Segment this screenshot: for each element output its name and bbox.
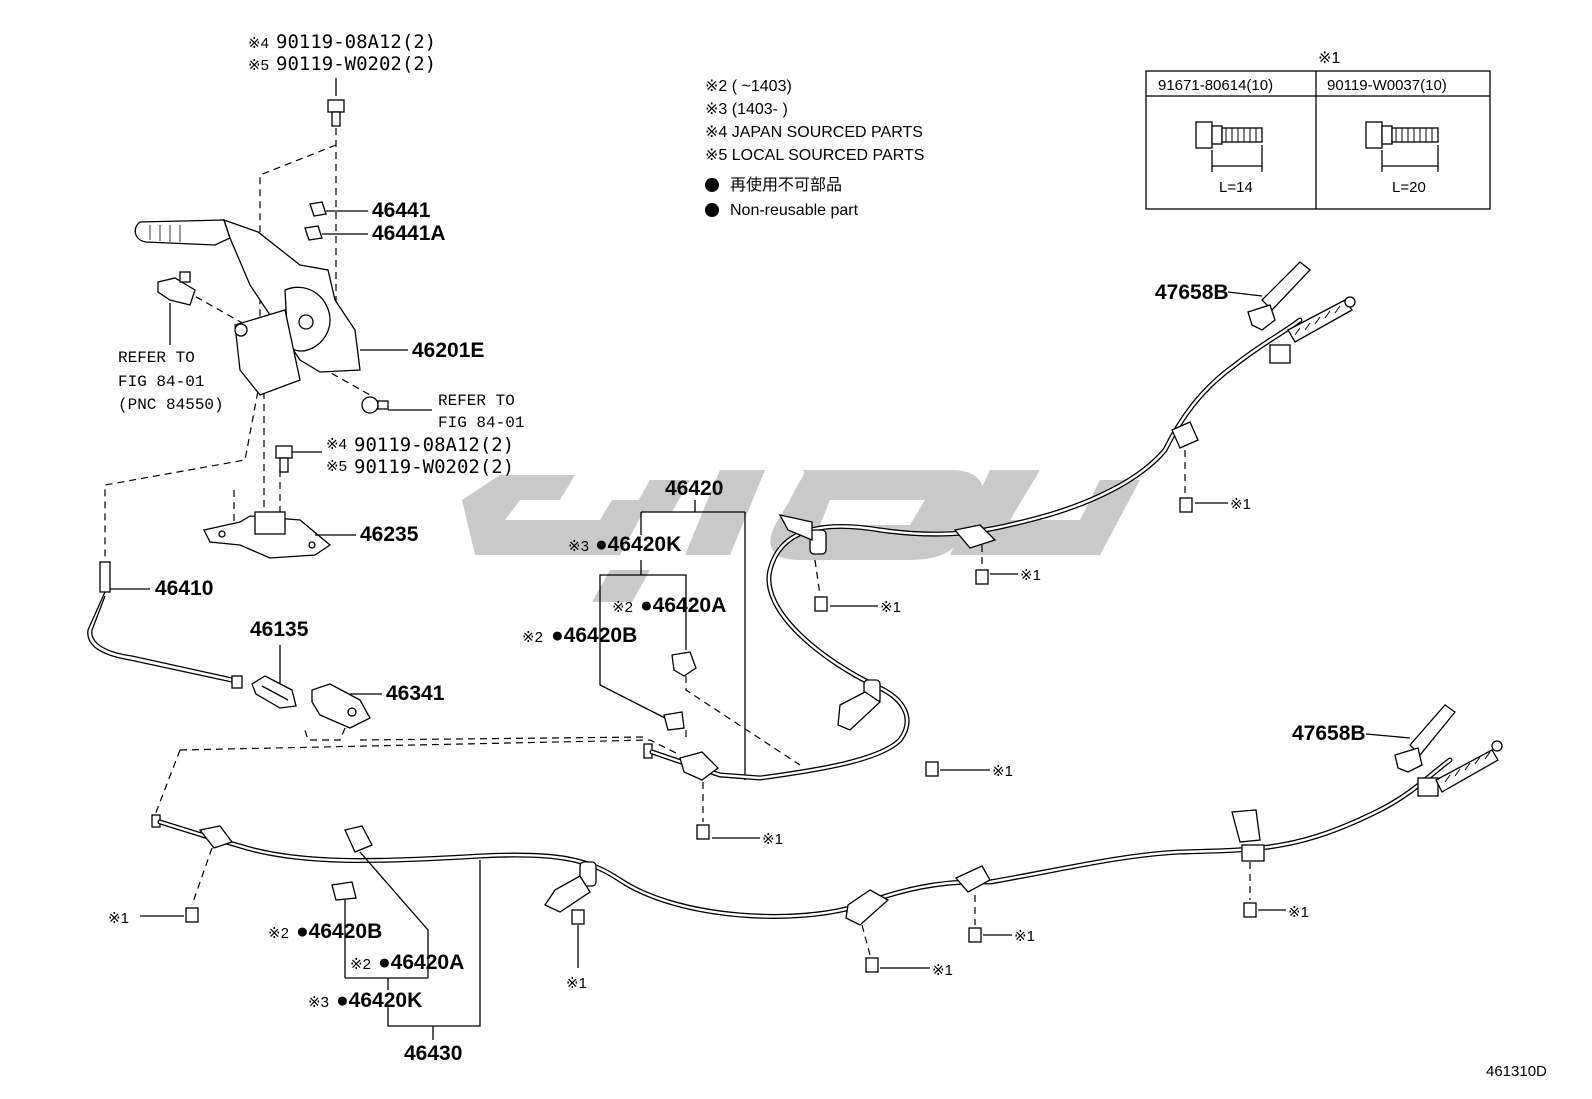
label-46135: 46135 — [250, 618, 309, 641]
clip-46420a — [671, 651, 697, 677]
clip-46420b — [663, 711, 685, 731]
note-4: ※4 JAPAN SOURCED PARTS — [705, 124, 923, 141]
svg-text:※2: ※2 — [268, 925, 289, 942]
svg-text:※1: ※1 — [992, 763, 1013, 780]
switch-part — [157, 271, 196, 306]
top-bolt-callout: ※4 90119-08A12(2) ※5 90119-W0202(2) — [248, 31, 436, 127]
svg-text:※1: ※1 — [108, 910, 129, 927]
screw-part — [361, 396, 389, 414]
refer-fig-right-l1: REFER TO — [438, 392, 515, 410]
label-46420k-lower: ●46420K — [336, 989, 422, 1012]
parking-brake-lever — [134, 218, 361, 396]
rear-cable-left — [151, 740, 1503, 926]
bolt-icon — [1195, 121, 1263, 172]
label-90119-08a12-top: 90119-08A12(2) — [276, 31, 436, 53]
note-5: ※5 LOCAL SOURCED PARTS — [705, 147, 924, 164]
bolt-length-1: L=14 — [1219, 179, 1253, 196]
bracket-46235 — [203, 511, 332, 559]
front-cable-46410 — [87, 561, 243, 689]
equalizer-46135 — [251, 675, 297, 709]
label-47658b-upper: 47658B — [1155, 281, 1229, 304]
bolt-icon — [327, 99, 345, 127]
bracket-46341 — [311, 683, 371, 729]
label-90119-w0202-top: 90119-W0202(2) — [276, 53, 436, 75]
label-46420a: ●46420A — [640, 594, 726, 617]
svg-text:※4: ※4 — [248, 35, 269, 52]
label-46420k: ●46420K — [595, 533, 681, 556]
svg-text:※2: ※2 — [612, 599, 633, 616]
note-non-reusable-jp: 再使用不可部品 — [730, 176, 842, 194]
svg-text:※1: ※1 — [932, 962, 953, 979]
label-46441a: 46441A — [372, 222, 446, 245]
bolt-icon — [275, 445, 293, 473]
non-reusable-dot-icon — [705, 203, 719, 217]
svg-text:※3: ※3 — [308, 994, 329, 1011]
figure-code: 461310D — [1486, 1063, 1547, 1080]
svg-text:※1: ※1 — [566, 975, 587, 992]
clip-46441a — [304, 225, 368, 241]
svg-text:※1: ※1 — [1288, 904, 1309, 921]
notes: ※2 ( ~1403) ※3 (1403- ) ※4 JAPAN SOURCED… — [705, 78, 924, 219]
bolt-part-2: 90119-W0037(10) — [1327, 77, 1447, 94]
bolt-length-2: L=20 — [1392, 179, 1426, 196]
svg-text:※1: ※1 — [1020, 567, 1041, 584]
refer-fig-left-l1: REFER TO — [118, 349, 195, 367]
label-46235: 46235 — [360, 523, 419, 546]
label-46410: 46410 — [155, 577, 213, 600]
label-46420b-lower: ●46420B — [296, 920, 382, 943]
label-46420a-lower: ●46420A — [378, 951, 464, 974]
bolt-callouts-lower: ※1 ※1 ※1 ※1 ※1 — [108, 847, 1309, 992]
label-46430: 46430 — [404, 1042, 462, 1065]
label-46420: 46420 — [665, 477, 723, 500]
refer-fig-left-l3: (PNC 84550) — [118, 396, 224, 414]
clip-46420a-lower — [344, 825, 373, 853]
label-46341: 46341 — [386, 682, 445, 705]
bolt-icon — [1365, 121, 1439, 172]
svg-text:※4: ※4 — [326, 436, 347, 453]
svg-text:※3: ※3 — [568, 538, 589, 555]
svg-text:※5: ※5 — [248, 57, 269, 74]
non-reusable-dot-icon — [705, 178, 719, 192]
label-46420b: ●46420B — [551, 624, 637, 647]
refer-fig-right-l2: FIG 84-01 — [438, 414, 524, 432]
cable-cover-47658b-lower — [1394, 704, 1456, 773]
mid-bolt-callout: ※4 90119-08A12(2) ※5 90119-W0202(2) — [275, 434, 514, 478]
label-46441: 46441 — [372, 199, 431, 222]
svg-text:※1: ※1 — [1230, 496, 1251, 513]
cable-cover-47658b-upper — [1247, 261, 1311, 331]
svg-text:※1: ※1 — [762, 831, 783, 848]
svg-text:※5: ※5 — [326, 458, 347, 475]
refer-fig-left-l2: FIG 84-01 — [118, 373, 204, 391]
svg-text:※1: ※1 — [880, 599, 901, 616]
bolt-table-header: ※1 — [1318, 50, 1340, 67]
label-46201e: 46201E — [412, 339, 484, 362]
bolt-part-1: 91671-80614(10) — [1158, 77, 1273, 94]
label-90119-w0202-mid: 90119-W0202(2) — [354, 456, 514, 478]
svg-text:※2: ※2 — [522, 629, 543, 646]
label-90119-08a12-mid: 90119-08A12(2) — [354, 434, 514, 456]
bolt-callouts-right: ※1 ※1 ※1 ※1 ※1 — [696, 450, 1251, 848]
svg-text:※2: ※2 — [350, 956, 371, 973]
bolt-table: ※1 91671-80614(10) 90119-W0037(10) L=14 … — [1145, 50, 1491, 210]
clip-46420b-lower — [331, 881, 357, 901]
label-47658b-lower: 47658B — [1292, 722, 1366, 745]
clip-46441 — [309, 201, 368, 217]
rear-cable-right — [643, 296, 1356, 781]
note-2: ※2 ( ~1403) — [705, 78, 792, 95]
svg-text:※1: ※1 — [1014, 928, 1035, 945]
note-3: ※3 (1403- ) — [705, 101, 788, 118]
note-non-reusable-en: Non-reusable part — [730, 202, 859, 219]
